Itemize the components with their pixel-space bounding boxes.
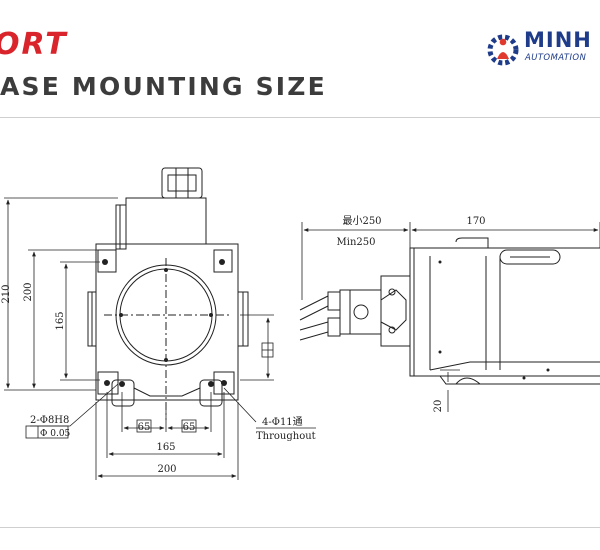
dim-hole-width: 165 bbox=[156, 442, 175, 453]
label-pin-holes: 2-Φ8H8 bbox=[30, 415, 69, 426]
front-view bbox=[87, 167, 249, 420]
dim-flange-height: 200 bbox=[23, 282, 34, 301]
dim-overall-height: 210 bbox=[1, 284, 12, 303]
brand-title-fragment: ORT bbox=[0, 27, 68, 62]
front-view-holes bbox=[102, 259, 227, 387]
dim-pitch-right: 65 bbox=[183, 422, 196, 433]
dim-base-height: 20 bbox=[433, 400, 444, 413]
label-through-holes-en: Throughout bbox=[256, 431, 316, 442]
dim-overall-width: 200 bbox=[157, 464, 176, 475]
label-through-holes: 4-Φ11通 bbox=[262, 416, 303, 428]
dim-pitch-left: 65 bbox=[138, 422, 151, 433]
side-view-dots bbox=[438, 260, 550, 380]
logo-tagline: AUTOMATION bbox=[525, 53, 587, 63]
dim-min-clearance-en: Min250 bbox=[337, 237, 376, 248]
dim-min-clearance-cn: 最小250 bbox=[342, 215, 381, 227]
side-view-dimensions bbox=[301, 222, 600, 412]
front-view-dimensions bbox=[4, 197, 316, 480]
side-view bbox=[299, 237, 600, 385]
dim-side-length: 170 bbox=[466, 216, 485, 227]
footer-divider bbox=[0, 527, 600, 528]
section-title: ASE MOUNTING SIZE bbox=[0, 72, 327, 101]
dim-hole-height: 165 bbox=[55, 311, 66, 330]
gear-person-icon bbox=[487, 34, 519, 66]
logo-wordmark: MINH bbox=[524, 28, 592, 52]
header-divider bbox=[0, 117, 600, 118]
front-view-boxes bbox=[25, 342, 274, 439]
minh-automation-logo: MINH AUTOMATION bbox=[486, 30, 600, 70]
label-pin-tolerance: Φ 0.05 bbox=[40, 429, 71, 439]
